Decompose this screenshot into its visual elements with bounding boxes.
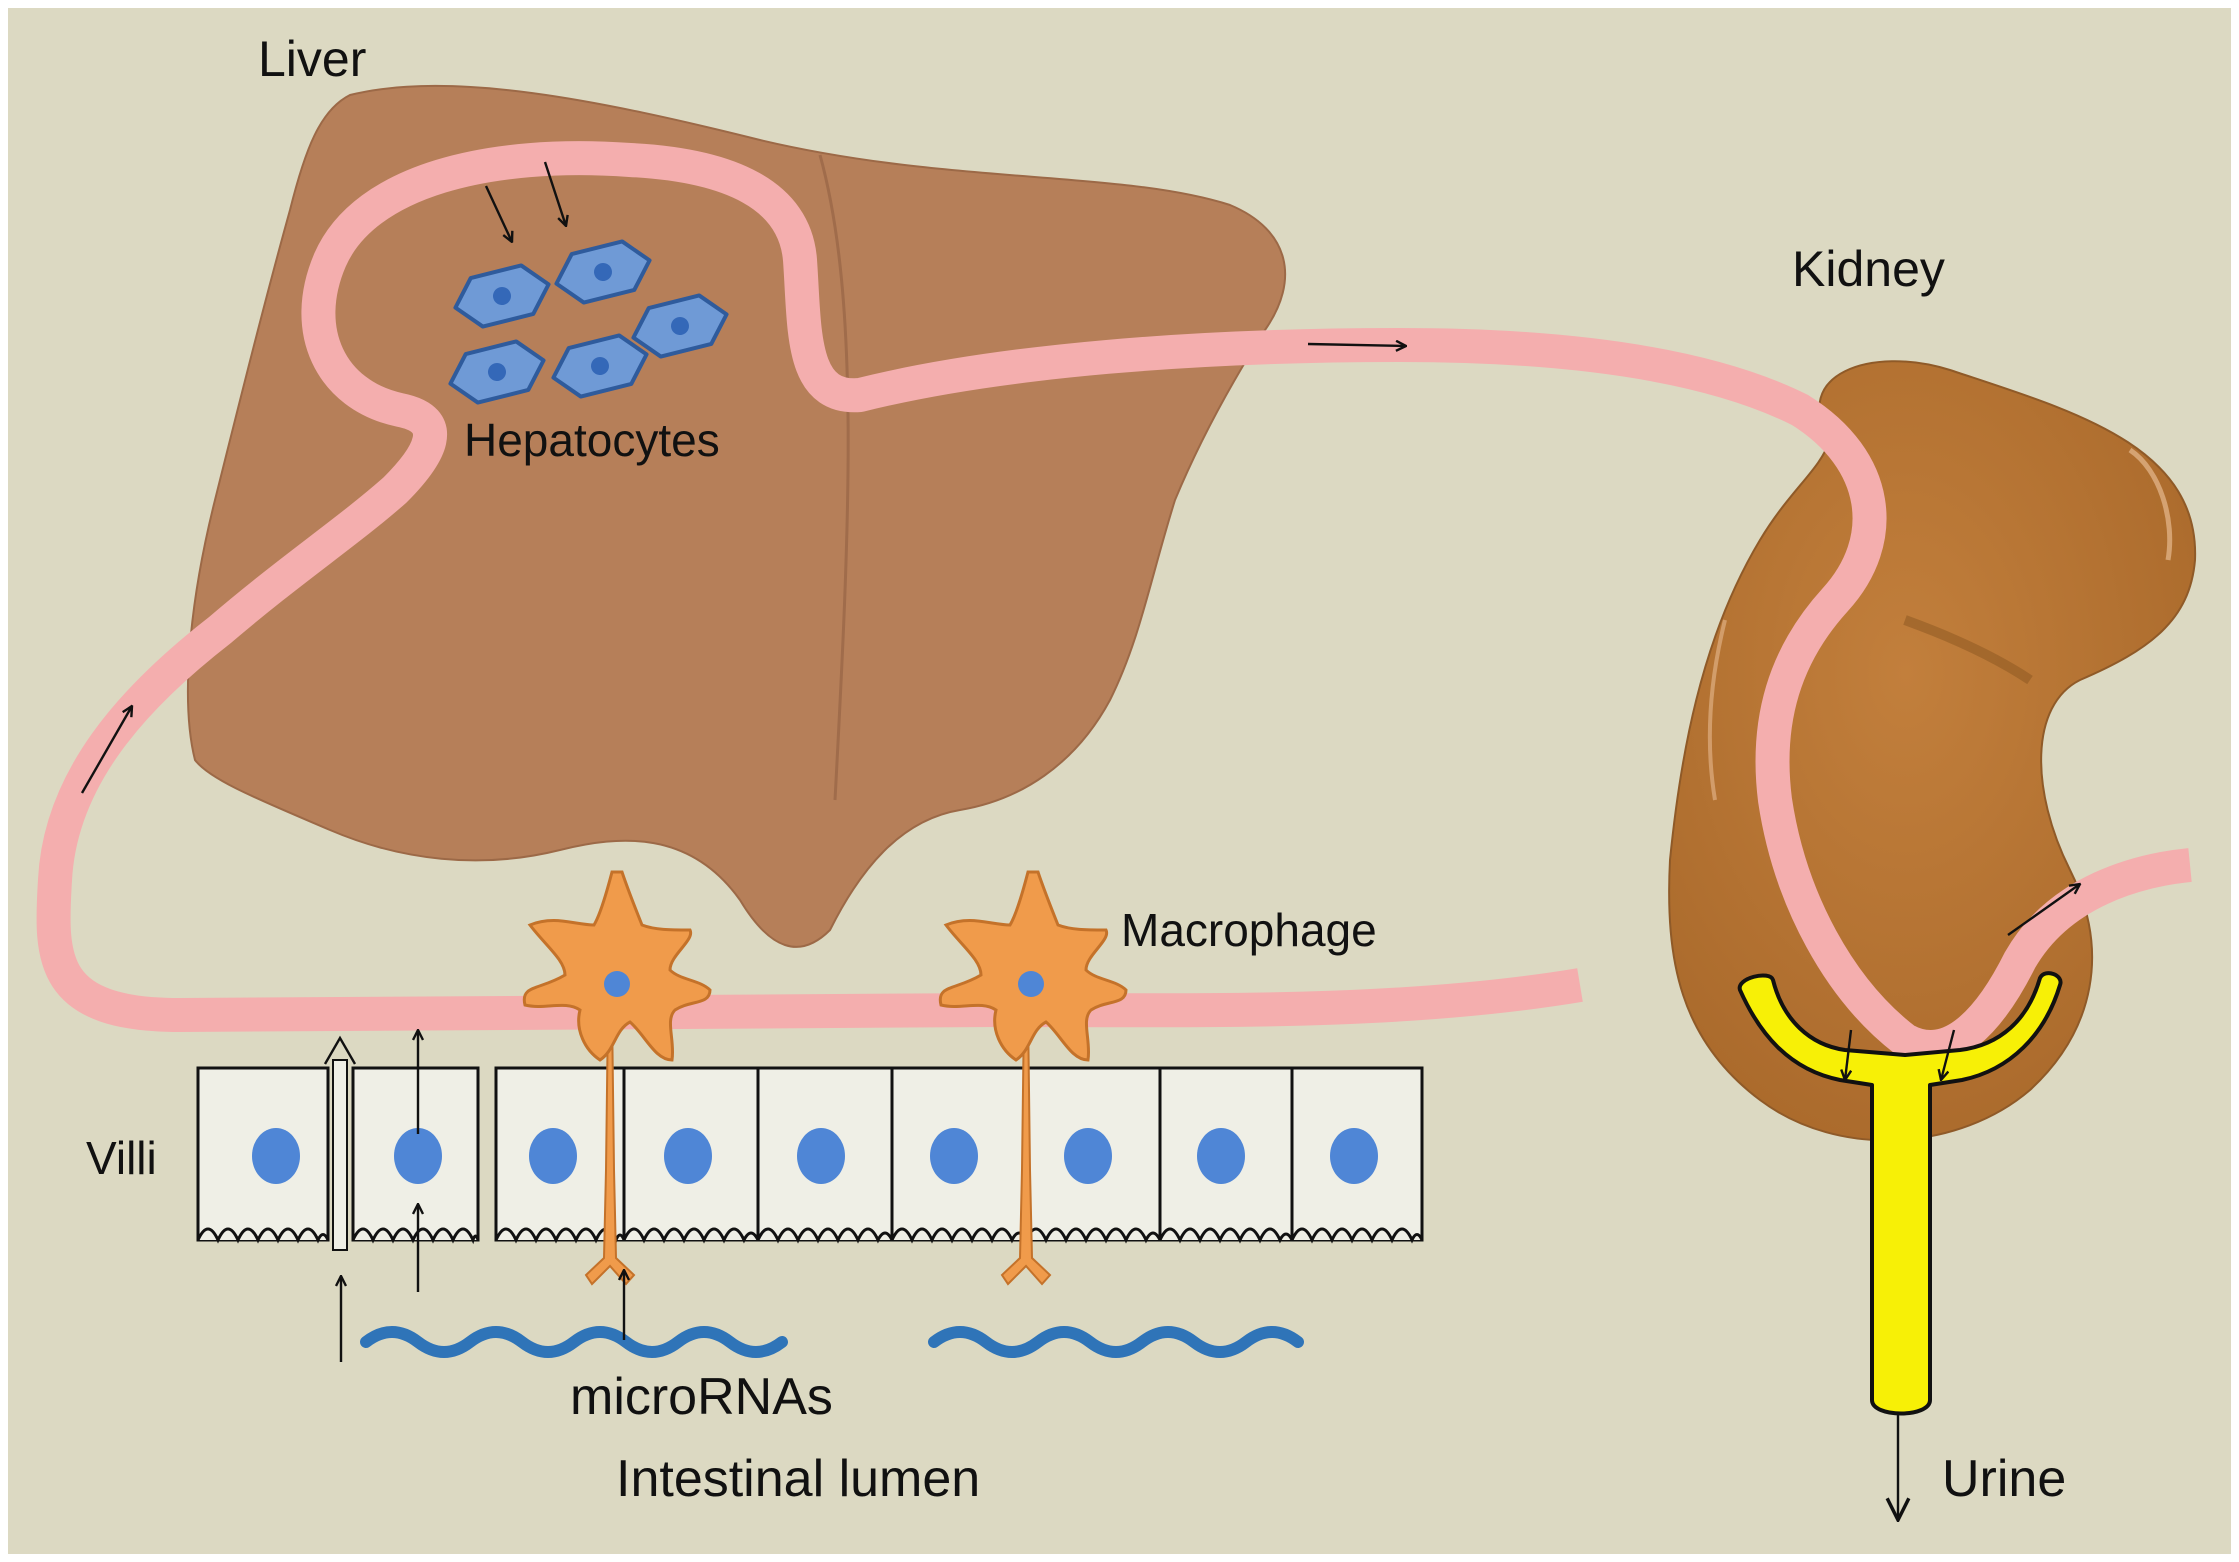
macrophage-label: Macrophage — [1121, 904, 1377, 956]
villus-cell — [622, 1066, 760, 1244]
liver-lobe-line — [818, 154, 850, 801]
villus-cell — [1158, 1066, 1294, 1244]
kidney-organ — [1668, 360, 2197, 1142]
microrna-strand — [360, 1326, 788, 1358]
hepatocyte-cluster — [448, 239, 729, 405]
kidney-label: Kidney — [1792, 241, 1945, 297]
hepatocyte-cell — [448, 339, 546, 405]
hepatocyte-cell — [551, 333, 649, 399]
arrow — [1845, 1029, 1853, 1080]
kidney — [1668, 360, 2197, 1142]
arrow — [2007, 884, 2080, 936]
hepatocyte-cell — [631, 293, 729, 359]
flow-arrows — [80, 161, 2080, 1520]
villus-cell — [351, 1066, 480, 1245]
arrow — [1307, 344, 1406, 346]
micrornas-label: microRNAs — [570, 1368, 833, 1426]
kidney-highlight — [1707, 619, 1727, 801]
villus-cell — [1024, 1066, 1162, 1244]
villus-cell — [196, 1066, 330, 1244]
microrna-strand — [928, 1326, 1304, 1358]
hepatocyte-cell — [453, 263, 551, 329]
villus-cell — [890, 1066, 1028, 1244]
urine-label: Urine — [1942, 1450, 2066, 1508]
villus-cell — [494, 1066, 626, 1244]
hepatocytes-label: Hepatocytes — [464, 414, 720, 466]
arrow — [543, 161, 566, 226]
blood-vessel — [36, 141, 2192, 1064]
villus-cell — [1290, 1066, 1424, 1244]
villi-label: Villi — [86, 1132, 157, 1184]
macrophage — [522, 870, 712, 1286]
ureter — [1737, 971, 2063, 1416]
intestinal-lumen-label: Intestinal lumen — [616, 1450, 980, 1508]
macrophage — [938, 870, 1128, 1286]
kidney-highlight — [2128, 447, 2173, 561]
villus-cell — [756, 1066, 894, 1244]
villi-epithelium — [196, 1066, 1424, 1245]
gap-arrow — [323, 1035, 357, 1251]
arrow — [1941, 1029, 1956, 1080]
arrow — [80, 706, 132, 794]
arrow — [484, 185, 512, 242]
liver-label: Liver — [258, 31, 366, 87]
kidney-shadow — [1903, 615, 2033, 685]
hepatocyte-cell — [554, 239, 652, 305]
